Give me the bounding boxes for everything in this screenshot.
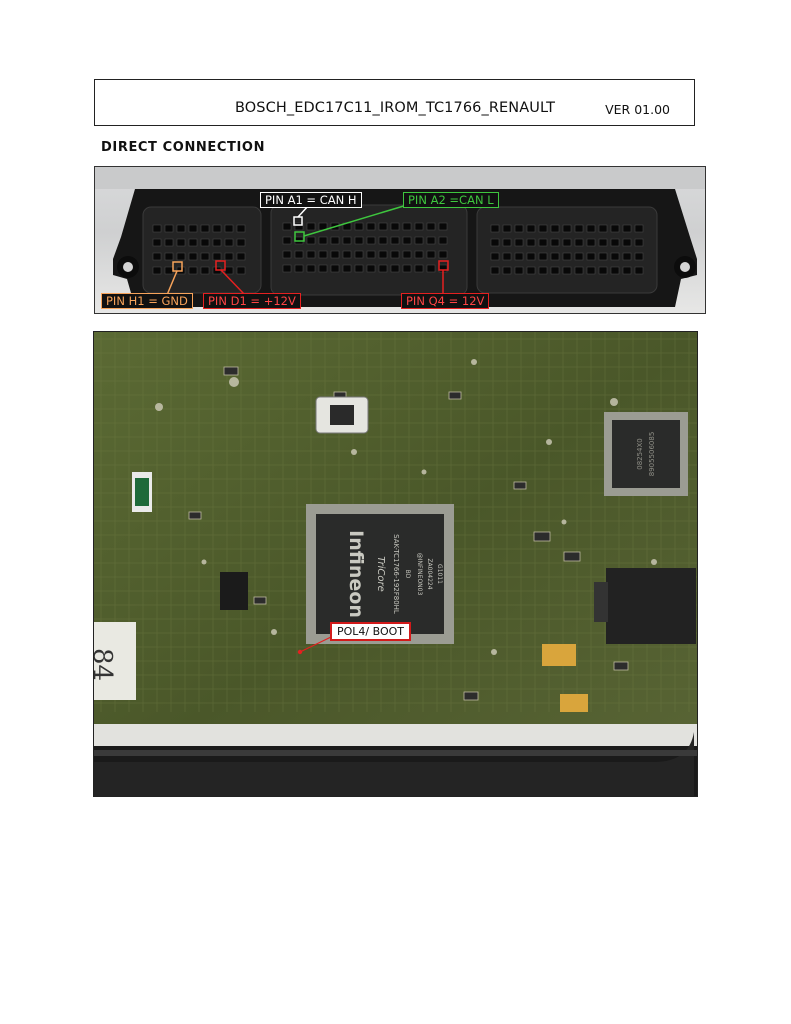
pcb-edge-handwriting: 84 [94,648,117,681]
ecu-connector-photo: PIN A1 = CAN H PIN A2 =CAN L PIN H1 = GN… [94,166,706,314]
pin-label-gnd: PIN H1 = GND [101,293,193,309]
pin-label-can-l: PIN A2 =CAN L [403,192,499,208]
boot-point-label: POL4/ BOOT [330,622,412,641]
svg-text:BD: BD [404,570,411,579]
pin-label-q4-12v: PIN Q4 = 12V [401,293,490,309]
main-chip: G1011 ZA004224 @INFINEON03 BD SAK-TC1766… [306,504,454,644]
svg-text:Infineon: Infineon [345,530,367,618]
svg-text:ZA004224: ZA004224 [426,558,433,589]
svg-text:TriCore: TriCore [375,556,386,592]
svg-text:08254X0: 08254X0 [636,438,644,470]
svg-text:G1011: G1011 [436,564,443,584]
pin-label-d1-12v: PIN D1 = +12V [203,293,301,309]
document-version: VER 01.00 [605,102,670,117]
section-title: DIRECT CONNECTION [101,140,266,155]
svg-text:@INFINEON03: @INFINEON03 [416,553,423,596]
ecu-pcb-photo: G1011 ZA004224 @INFINEON03 BD SAK-TC1766… [93,331,698,797]
pcb-illustration: G1011 ZA004224 @INFINEON03 BD SAK-TC1766… [94,332,697,796]
document-title: BOSCH_EDC17C11_IROM_TC1766_RENAULT [235,100,556,116]
connector-illustration [95,167,705,307]
pin-label-can-h: PIN A1 = CAN H [260,192,362,208]
svg-text:8905506085: 8905506085 [648,432,656,477]
svg-text:SAK-TC1766-192F80HL: SAK-TC1766-192F80HL [392,534,400,614]
document-header: BOSCH_EDC17C11_IROM_TC1766_RENAULT VER 0… [94,79,695,126]
